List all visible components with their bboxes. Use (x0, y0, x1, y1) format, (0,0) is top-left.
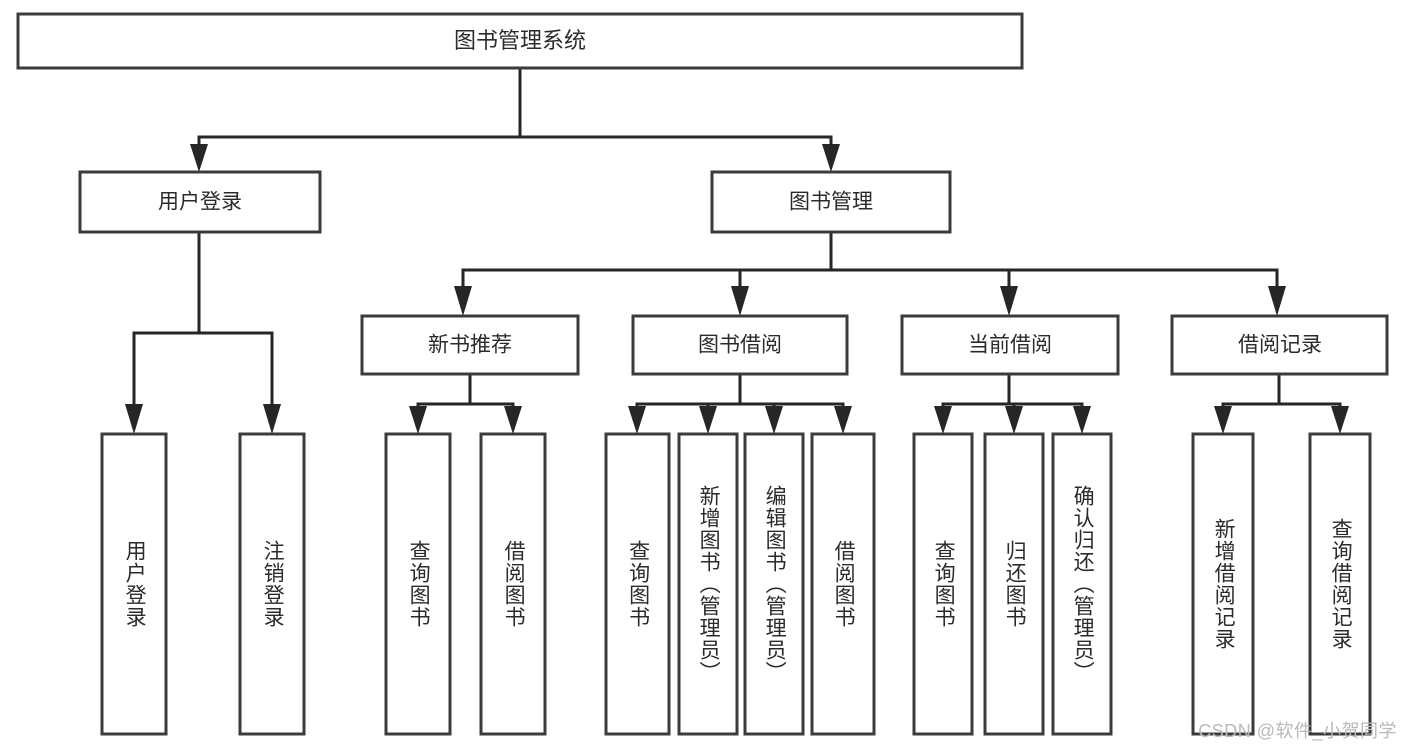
node-book-borrow-label: 图书借阅 (698, 334, 782, 357)
arrow-to-leaf-query-book-new (409, 406, 427, 434)
node-leaf-add-borrow-record-box[interactable] (1191, 432, 1255, 736)
arrow-to-new-book-recommend (454, 286, 472, 316)
node-borrow-record-label: 借阅记录 (1238, 334, 1322, 357)
arrow-to-leaf-user-login (125, 404, 143, 434)
arrow-to-user-login (190, 144, 208, 172)
arrow-to-current-borrow (1000, 286, 1018, 316)
node-user-login-box[interactable] (78, 170, 322, 234)
arrow-to-leaf-borrow-book-new (504, 406, 522, 434)
node-book-borrow-box[interactable] (631, 314, 849, 376)
arrow-to-leaf-add-book-admin (699, 406, 717, 434)
arrow-to-book-manage (822, 144, 840, 172)
arrow-to-leaf-query-book-current (934, 406, 952, 434)
node-leaf-user-login-box[interactable] (100, 432, 168, 736)
arrow-to-leaf-return-book (1005, 406, 1023, 434)
node-leaf-add-book-admin-box[interactable] (677, 432, 739, 736)
node-book-manage-box[interactable] (710, 170, 952, 234)
node-book-manage-label: 图书管理 (789, 191, 873, 214)
node-borrow-record-box[interactable] (1170, 314, 1389, 376)
connectors-layer (125, 66, 1349, 434)
node-current-borrow-box[interactable] (900, 314, 1120, 376)
node-root-box[interactable] (16, 12, 1024, 70)
arrow-to-leaf-add-borrow-record (1214, 406, 1232, 434)
nodes-layer: 图书管理系统 用户登录 图书管理 新书推荐 图书借阅 当前借阅 借阅记录 (16, 12, 1389, 736)
node-leaf-query-book-current-box[interactable] (912, 432, 974, 736)
node-new-book-recommend-label: 新书推荐 (428, 334, 512, 357)
arrow-to-leaf-edit-book-admin (765, 406, 783, 434)
node-leaf-query-book-new-box[interactable] (384, 432, 452, 736)
node-leaf-borrow-book-new-box[interactable] (479, 432, 547, 736)
node-leaf-return-book-box[interactable] (983, 432, 1045, 736)
node-user-login-label: 用户登录 (158, 191, 242, 214)
node-leaf-confirm-return-admin-box[interactable] (1051, 432, 1113, 736)
arrow-to-leaf-borrow-book (834, 406, 852, 434)
node-leaf-borrow-book-box[interactable] (810, 432, 876, 736)
arrow-to-leaf-query-borrow-record (1331, 406, 1349, 434)
arrow-to-book-borrow (731, 286, 749, 316)
node-new-book-recommend-box[interactable] (360, 314, 580, 376)
arrow-to-borrow-record (1268, 286, 1286, 316)
node-leaf-logout-box[interactable] (238, 432, 306, 736)
arrow-to-leaf-confirm-return-admin (1073, 406, 1091, 434)
node-leaf-query-book-borrow-box[interactable] (604, 432, 671, 736)
watermark-text: CSDN @软件_小贺同学 (1198, 721, 1397, 741)
node-leaf-query-borrow-record-box[interactable] (1308, 432, 1372, 736)
arrow-to-leaf-logout (263, 404, 281, 434)
node-root-label: 图书管理系统 (454, 28, 586, 53)
arrow-to-leaf-query-book-borrow (628, 406, 646, 434)
node-leaf-edit-book-admin-box[interactable] (743, 432, 805, 736)
node-current-borrow-label: 当前借阅 (968, 334, 1052, 357)
